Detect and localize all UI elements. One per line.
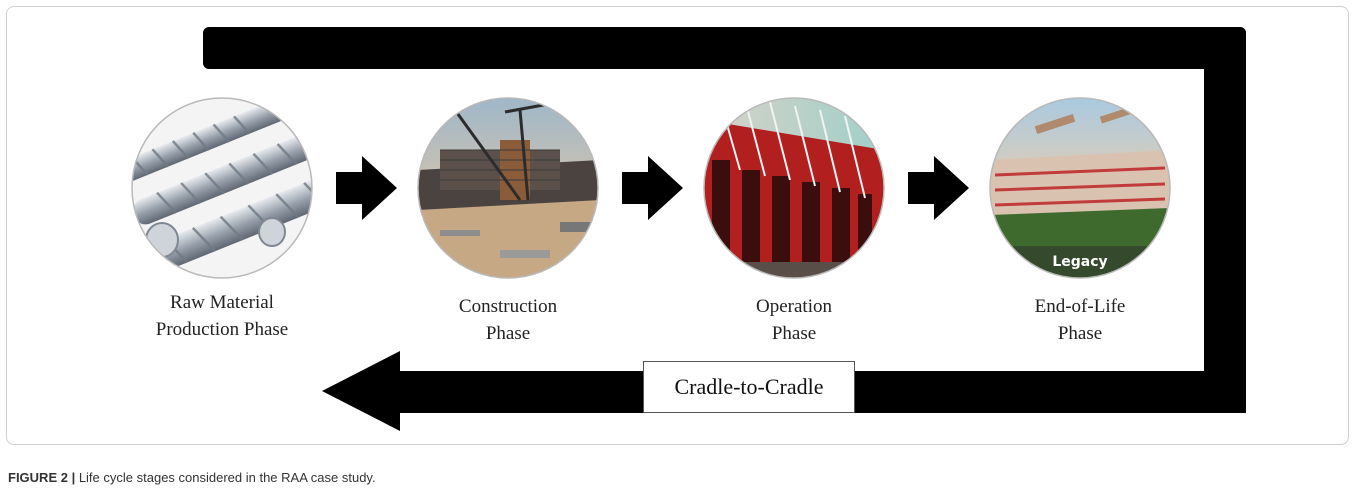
phase-label-construction: Construction Phase bbox=[458, 296, 558, 344]
phase-label-operation: Operation Phase bbox=[756, 296, 832, 344]
phase-label-end-of-life: End-of-Life Phase bbox=[1034, 296, 1126, 344]
legacy-label: Legacy bbox=[1052, 254, 1107, 270]
arrow-2-icon bbox=[622, 156, 683, 220]
loop-return-arrowhead bbox=[322, 351, 400, 431]
life-cycle-diagram: Legacy bbox=[131, 27, 1246, 431]
cradle-to-cradle-label: Cradle-to-Cradle bbox=[643, 361, 855, 413]
figure-number: FIGURE 2 | bbox=[8, 470, 76, 485]
loop-right-bar bbox=[1204, 27, 1246, 413]
raw-material-image bbox=[131, 97, 313, 279]
arrow-3-icon bbox=[908, 156, 969, 220]
construction-image bbox=[417, 97, 599, 279]
arrow-1-icon bbox=[336, 156, 397, 220]
phase-label-raw-material: Raw Material Production Phase bbox=[155, 292, 289, 340]
caption-text: Life cycle stages considered in the RAA … bbox=[75, 470, 376, 485]
loop-top-bar bbox=[203, 27, 1246, 69]
operation-image bbox=[703, 97, 885, 279]
end-of-life-image: Legacy bbox=[989, 97, 1171, 279]
figure-caption: FIGURE 2 | Life cycle stages considered … bbox=[8, 470, 376, 485]
figure-frame bbox=[6, 6, 1349, 445]
